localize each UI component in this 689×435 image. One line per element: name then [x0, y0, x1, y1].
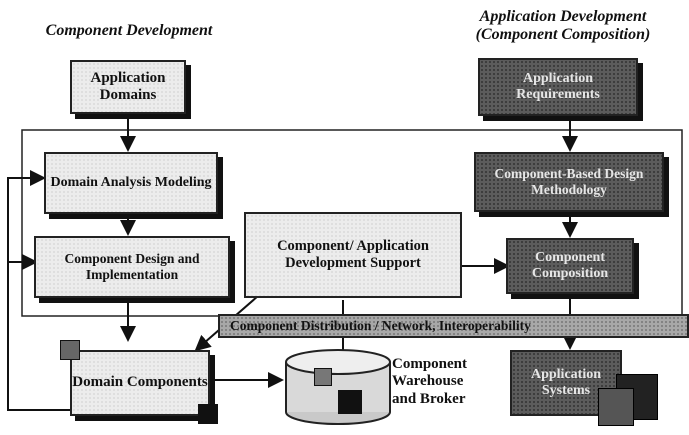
component-development-heading: Component Development [45, 22, 213, 39]
domain-components-box: Domain Components [70, 350, 210, 416]
distribution-network-bar: Component Distribution / Network, Intero… [218, 314, 689, 338]
development-support-box: Component/ Application Development Suppo… [244, 212, 462, 298]
warehouse-cylinder-top [285, 349, 391, 375]
warehouse-label-line2: Warehouse [392, 373, 464, 390]
warehouse-label-line3: and Broker [392, 390, 466, 407]
application-domains-box: Application Domains [70, 60, 186, 114]
warehouse-cube-gray [314, 368, 332, 386]
component-composition-box: Component Composition [506, 238, 634, 294]
application-development-line2: (Component Composition) [475, 26, 651, 43]
warehouse-label: Component Warehouse and Broker [392, 356, 512, 408]
component-based-design-box: Component-Based Design Methodology [474, 152, 664, 212]
application-requirements-box: Application Requirements [478, 58, 638, 116]
application-systems-cube-front [598, 388, 634, 426]
warehouse-label-line1: Component [392, 356, 468, 372]
application-development-line1: Application Development [479, 8, 647, 25]
application-development-heading: Application Development (Component Compo… [438, 8, 688, 44]
domain-analysis-box: Domain Analysis Modeling [44, 152, 218, 214]
component-design-box: Component Design and Implementation [34, 236, 230, 298]
warehouse-cube-dark [338, 390, 362, 414]
cube-icon-small [60, 340, 80, 360]
cube-icon-dark [198, 404, 218, 424]
